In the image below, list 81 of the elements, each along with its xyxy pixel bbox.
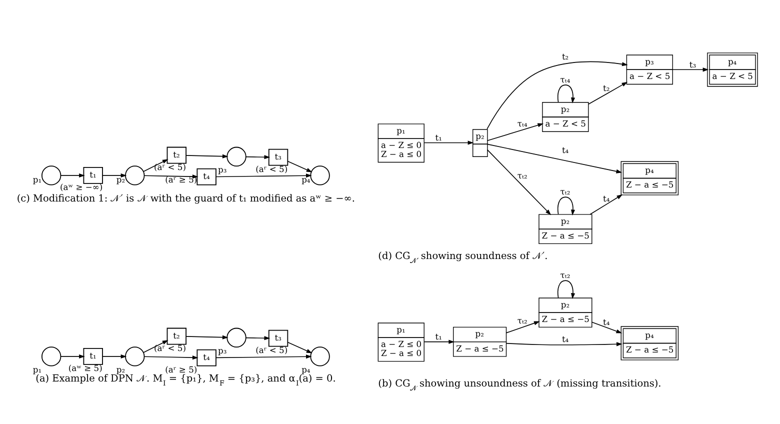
node-circle — [226, 328, 246, 348]
edge-label: τₜ₄ — [560, 74, 570, 85]
edge-label: t₂ — [562, 52, 569, 62]
arrow — [287, 160, 312, 172]
node-circle — [125, 166, 145, 186]
edge-label: t₁ — [435, 331, 442, 342]
node-circle — [41, 346, 62, 366]
arrow — [102, 354, 127, 358]
node-label: (aʳ < 5) — [154, 162, 186, 172]
edge-label: t₄ — [603, 316, 610, 327]
label: (d) CG$_{𝒩′}$ showing soundness of 𝒩′. — [378, 251, 548, 266]
label: (c) Modification 1: 𝒩′ is 𝒩 with the guard of t₁ modified as aʷ ≥ −∞. — [16, 193, 355, 204]
arrow — [246, 155, 270, 160]
arrow — [588, 82, 628, 105]
node-box: t₁ — [83, 167, 103, 184]
arrow — [143, 159, 168, 172]
node-box: t₄ — [196, 349, 216, 366]
node-label: p₁ — [32, 364, 42, 375]
edge-label: τₜ₂ — [517, 315, 528, 326]
arrow — [486, 149, 552, 216]
arrow — [287, 342, 312, 354]
node-circle — [41, 166, 62, 186]
arrow — [506, 342, 622, 346]
arrow — [144, 356, 198, 360]
node-label: p₂ — [116, 364, 126, 375]
node-label: p₃ — [218, 346, 227, 356]
arrow — [486, 123, 544, 142]
arrow — [486, 61, 628, 130]
node-box: t₂ — [166, 328, 186, 345]
arrow — [143, 340, 168, 353]
arrow — [557, 196, 576, 216]
arrow — [60, 173, 85, 178]
node-label: p₁ — [32, 174, 42, 184]
arrow — [144, 174, 198, 179]
node-circle — [310, 166, 330, 186]
arrow — [216, 174, 312, 178]
edge-label: t₄ — [603, 194, 610, 204]
node-label: (aʳ < 5) — [154, 342, 186, 353]
node-circle — [226, 146, 246, 166]
arrow — [424, 340, 455, 344]
node-label: (aʳ < 5) — [256, 164, 288, 174]
arrow — [186, 154, 228, 158]
arrow — [486, 144, 622, 174]
node-label: p₃ — [218, 164, 227, 175]
label: (b) CG$_{𝒩}$ showing unsoundness of 𝒩 (missing transitions). — [378, 378, 662, 393]
node-box: t₂ — [166, 146, 186, 164]
edge-label: τₜ₄ — [517, 118, 528, 128]
arrow — [506, 321, 540, 334]
node-label: (aʳ < 5) — [256, 345, 288, 356]
node-label: p₂ — [116, 174, 126, 184]
node-label: (aʷ ≥ 5) — [68, 363, 102, 374]
label: (a) Example of DPN 𝒩. M$_{I}$ = {p₁}, M$_{F}$ = {p₃}, and α$_{I}$(a) = 0. — [36, 374, 336, 388]
node-box: t₄ — [196, 168, 216, 186]
arrow — [672, 68, 709, 72]
edge-label: t₄ — [562, 144, 569, 155]
node-label: (aʳ ≥ 5) — [165, 364, 198, 375]
arrow — [246, 336, 270, 340]
arrow — [424, 140, 474, 145]
node-box: t₃ — [268, 330, 288, 347]
edge-label: τₜ₂ — [517, 170, 528, 181]
arrow — [557, 280, 576, 300]
node-box: t₁ — [83, 348, 103, 365]
edge-label: t₄ — [562, 334, 569, 344]
edge-label: t₁ — [435, 132, 442, 142]
edge-label: t₃ — [689, 59, 696, 70]
edge-label: t₂ — [603, 82, 610, 93]
node-box: t₃ — [268, 148, 288, 166]
arrow — [591, 322, 622, 334]
arrow — [186, 335, 228, 340]
node-circle — [310, 346, 330, 366]
arrow — [102, 173, 127, 178]
arrow — [557, 84, 576, 104]
edge-label: τₜ₂ — [560, 186, 570, 197]
node-label: (aʷ ≥ −∞) — [60, 182, 103, 192]
arrow — [216, 354, 312, 359]
arrow — [590, 194, 623, 215]
node-label: p₄ — [302, 174, 310, 184]
node-circle — [125, 346, 145, 366]
arrow — [60, 354, 85, 358]
edge-label: τₜ₂ — [560, 270, 570, 280]
node-label: p₄ — [302, 364, 310, 375]
